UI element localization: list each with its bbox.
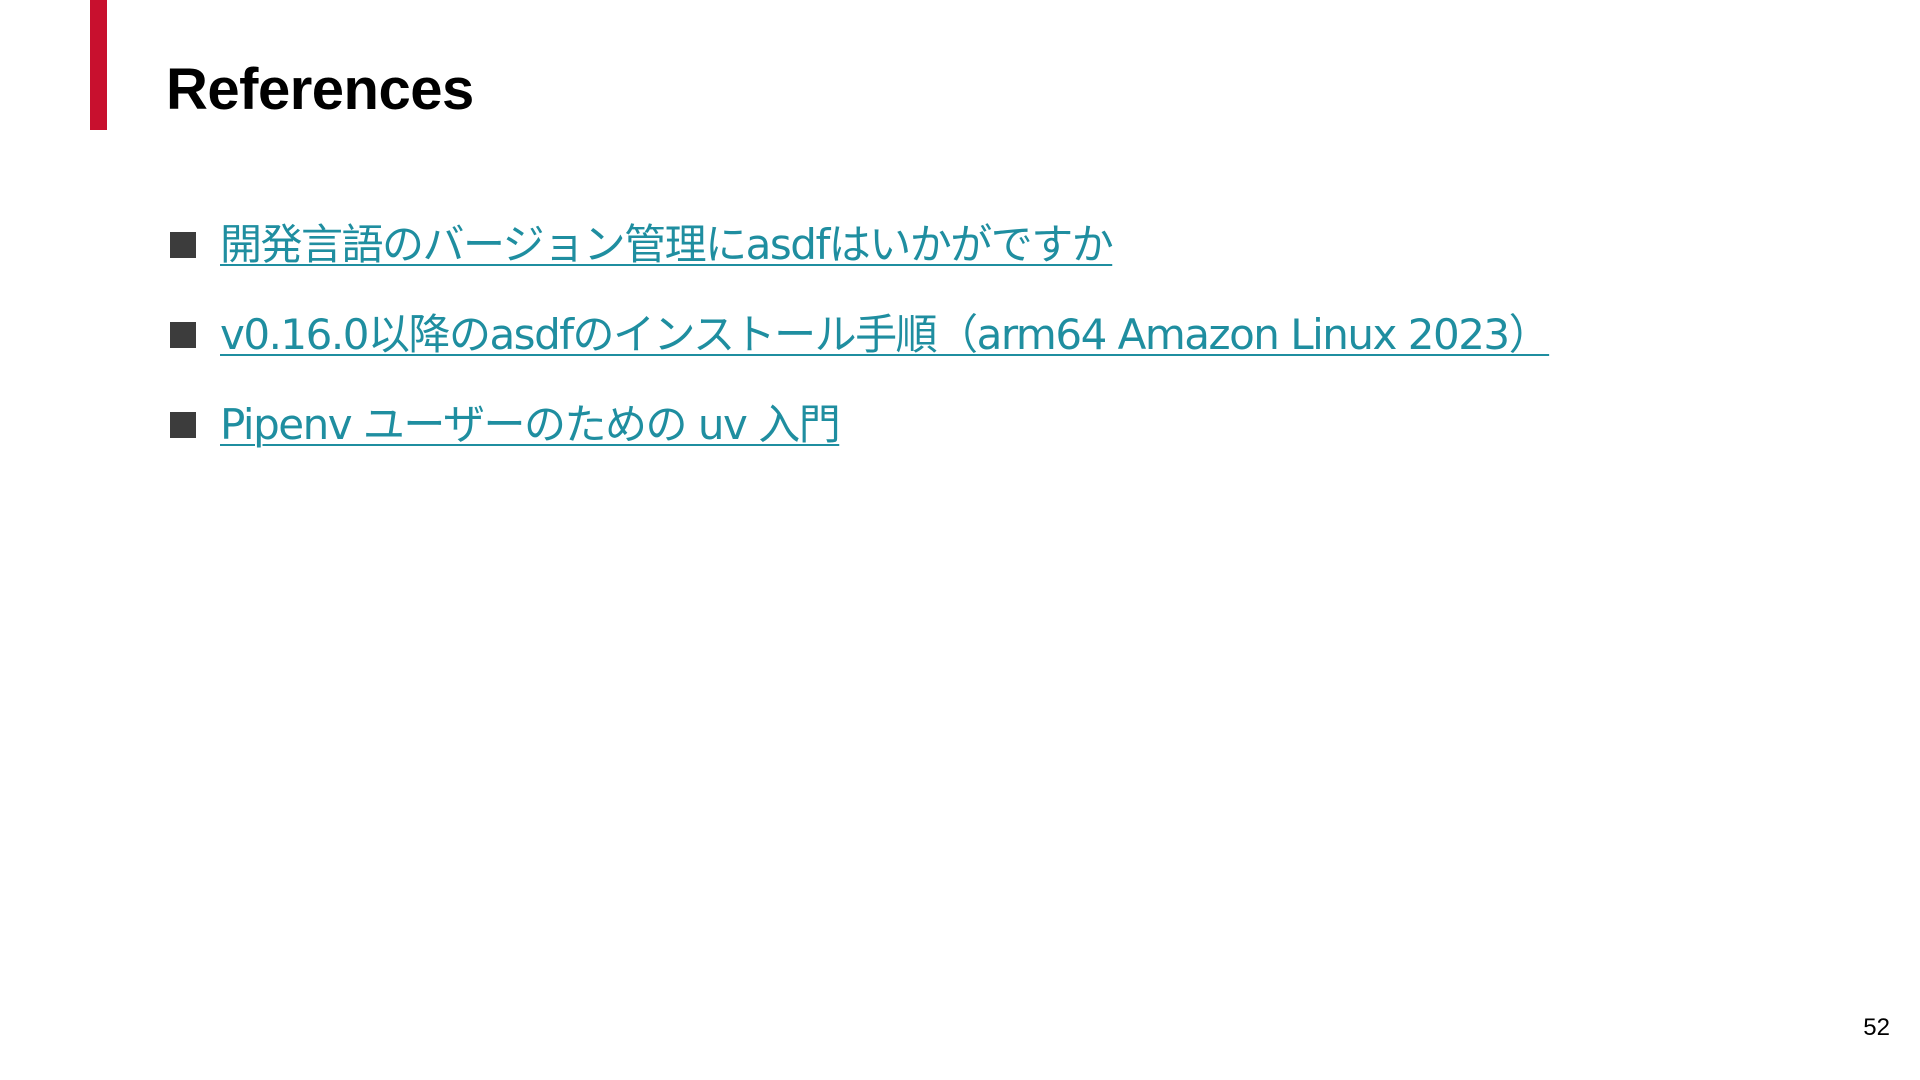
reference-link-uv-intro[interactable]: Pipenv ユーザーのための uv 入門: [220, 400, 841, 449]
reference-link-asdf-version-management[interactable]: 開発言語のバージョン管理にasdfはいかがですか: [220, 220, 1114, 269]
reference-item: v0.16.0以降のasdfのインストール手順（arm64 Amazon Lin…: [170, 290, 1551, 380]
reference-link-asdf-install-guide[interactable]: v0.16.0以降のasdfのインストール手順（arm64 Amazon Lin…: [220, 310, 1551, 359]
slide-title: References: [166, 57, 474, 122]
square-bullet-icon: [170, 232, 196, 258]
square-bullet-icon: [170, 322, 196, 348]
title-accent-bar: [90, 0, 107, 130]
reference-item: 開発言語のバージョン管理にasdfはいかがですか: [170, 200, 1549, 290]
reference-item: Pipenv ユーザーのための uv 入門: [170, 380, 1549, 470]
square-bullet-icon: [170, 412, 196, 438]
reference-list: 開発言語のバージョン管理にasdfはいかがですか v0.16.0以降のasdfの…: [170, 200, 1551, 470]
page-number: 52: [1863, 1014, 1890, 1041]
